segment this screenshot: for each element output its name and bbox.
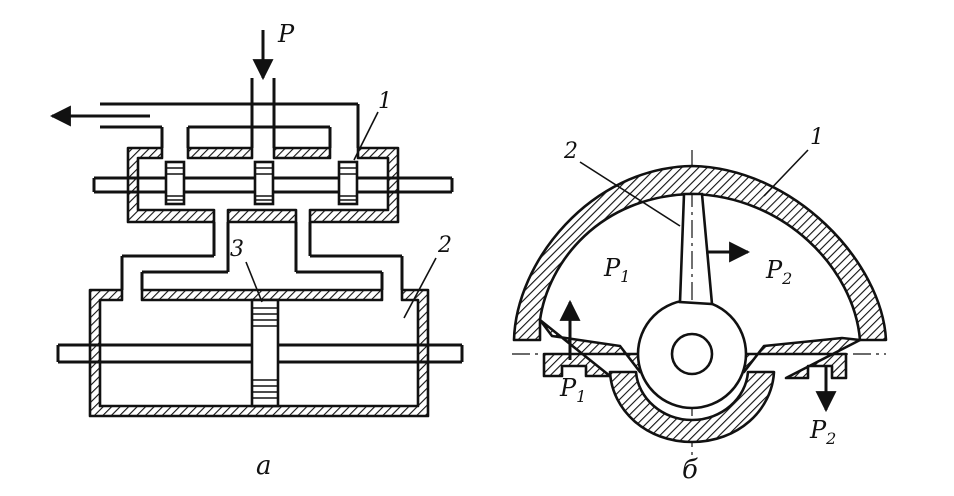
outlet-label: P2 — [809, 416, 836, 448]
caption-a: а — [256, 451, 272, 481]
label-a-1: 1 — [378, 89, 392, 114]
valve-pipes — [100, 78, 360, 148]
hub-housing — [608, 370, 776, 444]
label-b-1: 1 — [810, 125, 824, 150]
label-a-2: 2 — [437, 233, 452, 258]
caption-b: б — [682, 455, 698, 485]
leader-a-1 — [353, 111, 379, 161]
leader-b-2 — [579, 161, 681, 227]
figure-a-spool-valve-cylinder: P — [49, 20, 464, 481]
leader-a-2 — [403, 257, 437, 319]
label-a-3: 3 — [230, 237, 244, 262]
base-flange-left — [538, 318, 642, 378]
base-flange-right — [742, 336, 862, 380]
inlet-label: P1 — [559, 374, 586, 406]
cylinder-body — [88, 288, 430, 418]
pressure-left: P1 — [603, 254, 630, 286]
shaft — [670, 332, 714, 376]
housing-dome — [512, 164, 888, 342]
leader-b-1 — [763, 149, 809, 197]
force-label-p: P — [277, 20, 295, 48]
vane — [678, 192, 714, 306]
figure-b-vane-actuator: 2 1 P1 P2 P1 P2 б — [512, 125, 888, 485]
spool-lands — [164, 160, 359, 206]
label-b-2: 2 — [563, 139, 578, 164]
connecting-lines — [120, 222, 404, 290]
pressure-right: P2 — [765, 256, 792, 288]
valve-body — [126, 146, 400, 224]
leader-a-3 — [245, 261, 263, 303]
piston — [250, 298, 280, 408]
